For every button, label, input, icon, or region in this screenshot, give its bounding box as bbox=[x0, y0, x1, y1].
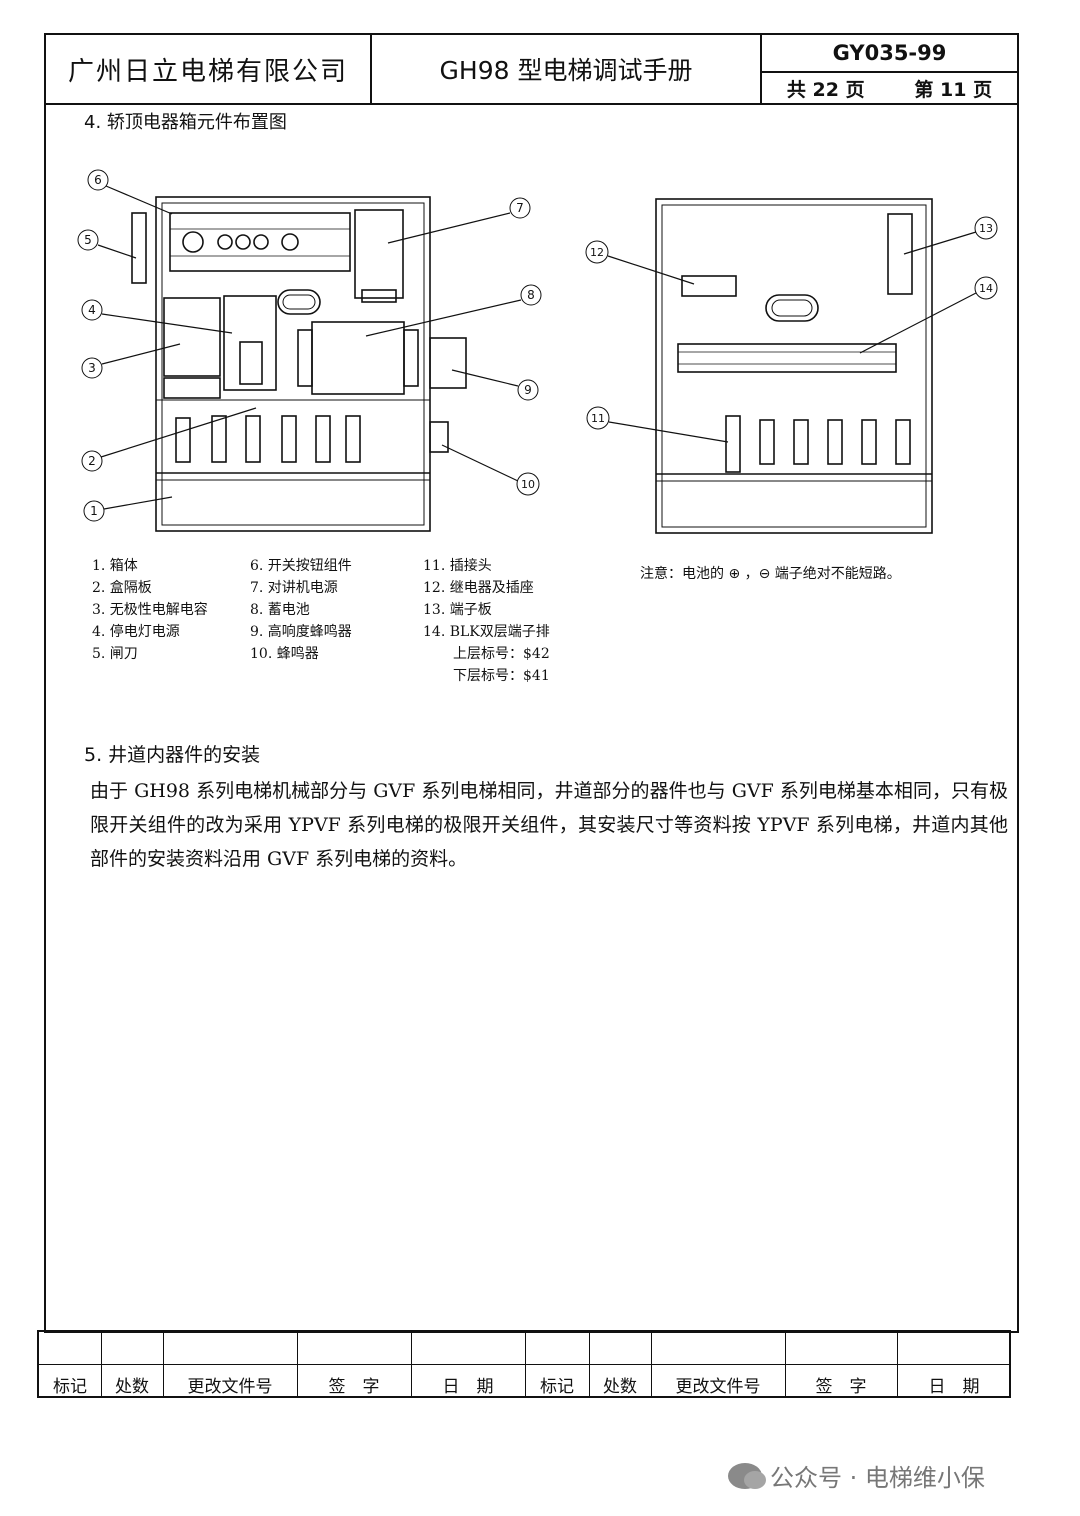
svg-text:11: 11 bbox=[591, 412, 605, 425]
left-box-outline bbox=[155, 196, 431, 532]
legend-col-3: 11. 插接头 12. 继电器及插座 13. 端子板 14. BLK双层端子排 … bbox=[423, 555, 550, 687]
svg-text:4: 4 bbox=[88, 303, 96, 317]
svg-text:14: 14 bbox=[979, 282, 993, 295]
callout-12: 12 bbox=[585, 240, 609, 264]
callout-9: 9 bbox=[517, 379, 539, 401]
rev-label-sign: 签 字 bbox=[815, 1377, 867, 1397]
manual-title: GH98 型电梯调试手册 bbox=[372, 35, 762, 103]
callout-8: 8 bbox=[520, 284, 542, 306]
legend-item: 13. 端子板 bbox=[423, 602, 492, 618]
rev-label-mark: 标记 bbox=[53, 1377, 87, 1397]
rev-label-doc: 更改文件号 bbox=[675, 1377, 761, 1397]
legend-col-2: 6. 开关按钮组件 7. 对讲机电源 8. 蓄电池 9. 高响度蜂鸣器 10. … bbox=[250, 555, 352, 665]
legend-item: 上层标号：$42 bbox=[453, 646, 550, 662]
watermark: 公众号 · 电梯维小保 bbox=[728, 1458, 985, 1493]
legend-item: 1. 箱体 bbox=[92, 558, 138, 574]
svg-text:6: 6 bbox=[94, 173, 102, 187]
legend-item: 下层标号：$41 bbox=[453, 668, 550, 684]
section-5-title: 5. 井道内器件的安装 bbox=[84, 744, 261, 766]
svg-text:7: 7 bbox=[516, 201, 524, 215]
callout-13: 13 bbox=[974, 216, 998, 240]
svg-text:12: 12 bbox=[590, 246, 604, 259]
section-5-body: 由于 GH98 系列电梯机械部分与 GVF 系列电梯相同，井道部分的器件也与 G… bbox=[90, 780, 1008, 870]
total-pages: 共 22 页 bbox=[786, 78, 865, 101]
page-number: 第 11 页 bbox=[914, 78, 993, 101]
callout-5: 5 bbox=[77, 229, 99, 251]
callout-4: 4 bbox=[81, 299, 103, 321]
legend-item: 8. 蓄电池 bbox=[250, 602, 310, 618]
right-box-outline bbox=[655, 198, 933, 534]
legend-item: 11. 插接头 bbox=[423, 558, 492, 574]
rev-label-sign: 签 字 bbox=[328, 1377, 380, 1397]
rev-label-mark: 标记 bbox=[540, 1377, 574, 1397]
svg-text:5: 5 bbox=[84, 233, 92, 247]
legend-item: 10. 蜂鸣器 bbox=[250, 646, 319, 662]
callout-1: 1 bbox=[83, 500, 105, 522]
callout-2: 2 bbox=[81, 450, 103, 472]
rev-label-date: 日 期 bbox=[442, 1377, 494, 1397]
legend-col-1: 1. 箱体 2. 盒隔板 3. 无极性电解电容 4. 停电灯电源 5. 闸刀 bbox=[92, 555, 208, 665]
doc-code: GY035-99 bbox=[762, 35, 1017, 73]
legend-item: 5. 闸刀 bbox=[92, 646, 138, 662]
svg-text:9: 9 bbox=[524, 383, 532, 397]
svg-text:10: 10 bbox=[521, 478, 535, 491]
company-name: 广州日立电梯有限公司 bbox=[46, 35, 372, 103]
rev-label-count: 处数 bbox=[115, 1377, 149, 1397]
rev-label-doc: 更改文件号 bbox=[187, 1377, 273, 1397]
legend-item: 4. 停电灯电源 bbox=[92, 624, 180, 640]
wechat-icon bbox=[728, 1462, 766, 1489]
watermark-text: 公众号 · 电梯维小保 bbox=[770, 1464, 985, 1492]
legend-item: 2. 盒隔板 bbox=[92, 580, 152, 596]
battery-warning-note: 注意：电池的 ⊕ ，⊖ 端子绝对不能短路。 bbox=[640, 566, 901, 582]
section-4-title: 4. 轿顶电器箱元件布置图 bbox=[84, 112, 287, 133]
rev-label-date: 日 期 bbox=[928, 1377, 980, 1397]
callout-11: 11 bbox=[586, 406, 610, 430]
callout-10: 10 bbox=[516, 472, 540, 496]
legend-item: 14. BLK双层端子排 bbox=[423, 624, 550, 640]
svg-text:8: 8 bbox=[527, 288, 535, 302]
svg-text:2: 2 bbox=[88, 454, 96, 468]
rev-label-count: 处数 bbox=[603, 1377, 637, 1397]
legend-item: 12. 继电器及插座 bbox=[423, 580, 534, 596]
callout-6: 6 bbox=[87, 169, 109, 191]
revision-table: 标记 处数 更改文件号 签 字 日 期 标记 处数 更改文件号 签 字 日 期 bbox=[37, 1330, 1011, 1398]
callout-3: 3 bbox=[81, 357, 103, 379]
legend-item: 9. 高响度蜂鸣器 bbox=[250, 624, 352, 640]
callout-14: 14 bbox=[974, 276, 998, 300]
legend-item: 7. 对讲机电源 bbox=[250, 580, 338, 596]
layout-diagram: 6 5 4 3 2 1 7 8 9 10 11 12 13 14 bbox=[77, 169, 998, 534]
svg-text:1: 1 bbox=[90, 504, 98, 518]
svg-text:3: 3 bbox=[88, 361, 96, 375]
svg-text:13: 13 bbox=[979, 222, 993, 235]
legend-item: 6. 开关按钮组件 bbox=[250, 558, 352, 574]
title-block: 广州日立电梯有限公司 GH98 型电梯调试手册 GY035-99 共 22 页 … bbox=[44, 33, 1019, 105]
callout-7: 7 bbox=[509, 197, 531, 219]
legend-item: 3. 无极性电解电容 bbox=[92, 602, 208, 618]
